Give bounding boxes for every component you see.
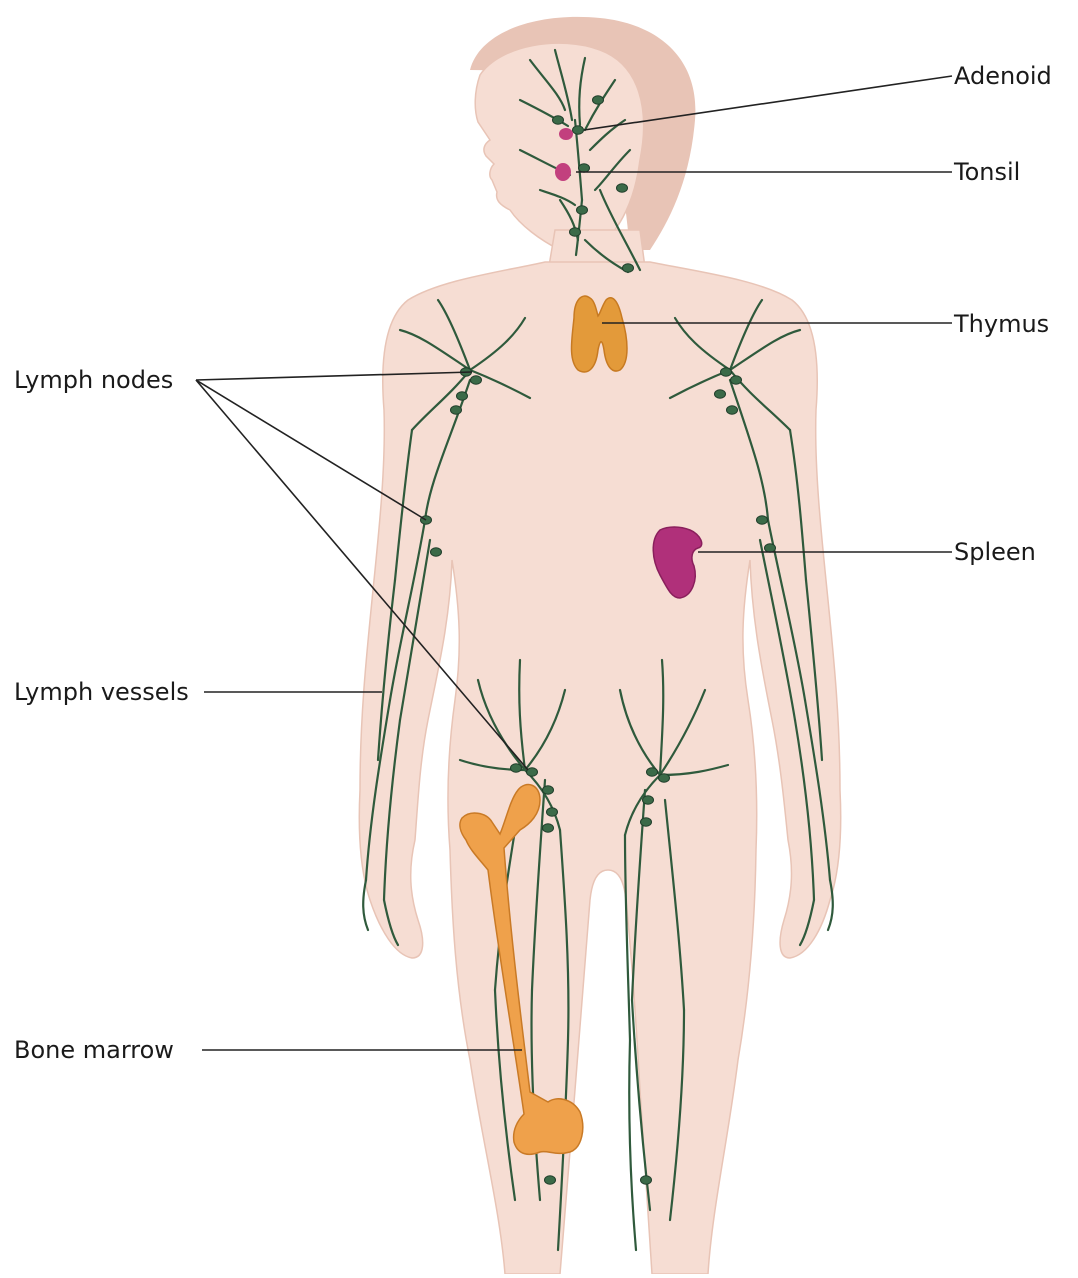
lymph-node-3	[577, 206, 588, 214]
lymph-node-12	[451, 406, 462, 414]
lymph-node-14	[731, 376, 742, 384]
lymph-node-21	[511, 764, 522, 772]
lymph-node-6	[623, 264, 634, 272]
label-lymph-nodes: Lymph nodes	[14, 368, 173, 392]
lymph-node-27	[659, 774, 670, 782]
lymph-node-25	[543, 824, 554, 832]
label-lymph-vessels: Lymph vessels	[14, 680, 189, 704]
lymph-node-31	[641, 1176, 652, 1184]
lymph-node-5	[617, 184, 628, 192]
lymph-node-20	[765, 544, 776, 552]
label-tonsil: Tonsil	[954, 160, 1020, 184]
lymph-node-11	[457, 392, 468, 400]
lymph-node-4	[570, 228, 581, 236]
lymph-node-15	[715, 390, 726, 398]
lymph-vessel-64	[629, 1040, 636, 1250]
lymph-node-16	[727, 406, 738, 414]
lymph-node-8	[553, 116, 564, 124]
label-spleen: Spleen	[954, 540, 1036, 564]
lymph-node-18	[431, 548, 442, 556]
lymph-node-19	[757, 516, 768, 524]
lymph-node-1	[573, 126, 584, 134]
lymph-node-23	[543, 786, 554, 794]
body-silhouette	[359, 17, 840, 1274]
lymph-node-7	[593, 96, 604, 104]
lymph-node-29	[641, 818, 652, 826]
label-thymus: Thymus	[954, 312, 1049, 336]
lymph-node-30	[545, 1176, 556, 1184]
label-adenoid: Adenoid	[954, 64, 1052, 88]
head	[475, 43, 643, 250]
torso	[359, 262, 840, 1274]
lymph-node-2	[579, 164, 590, 172]
lymph-node-10	[471, 376, 482, 384]
tonsil-organ	[555, 163, 571, 181]
label-bone-marrow: Bone marrow	[14, 1038, 174, 1062]
adenoid-organ	[559, 128, 573, 140]
lymph-node-28	[643, 796, 654, 804]
lymph-node-26	[647, 768, 658, 776]
lymph-node-24	[547, 808, 558, 816]
lymph-node-13	[721, 368, 732, 376]
